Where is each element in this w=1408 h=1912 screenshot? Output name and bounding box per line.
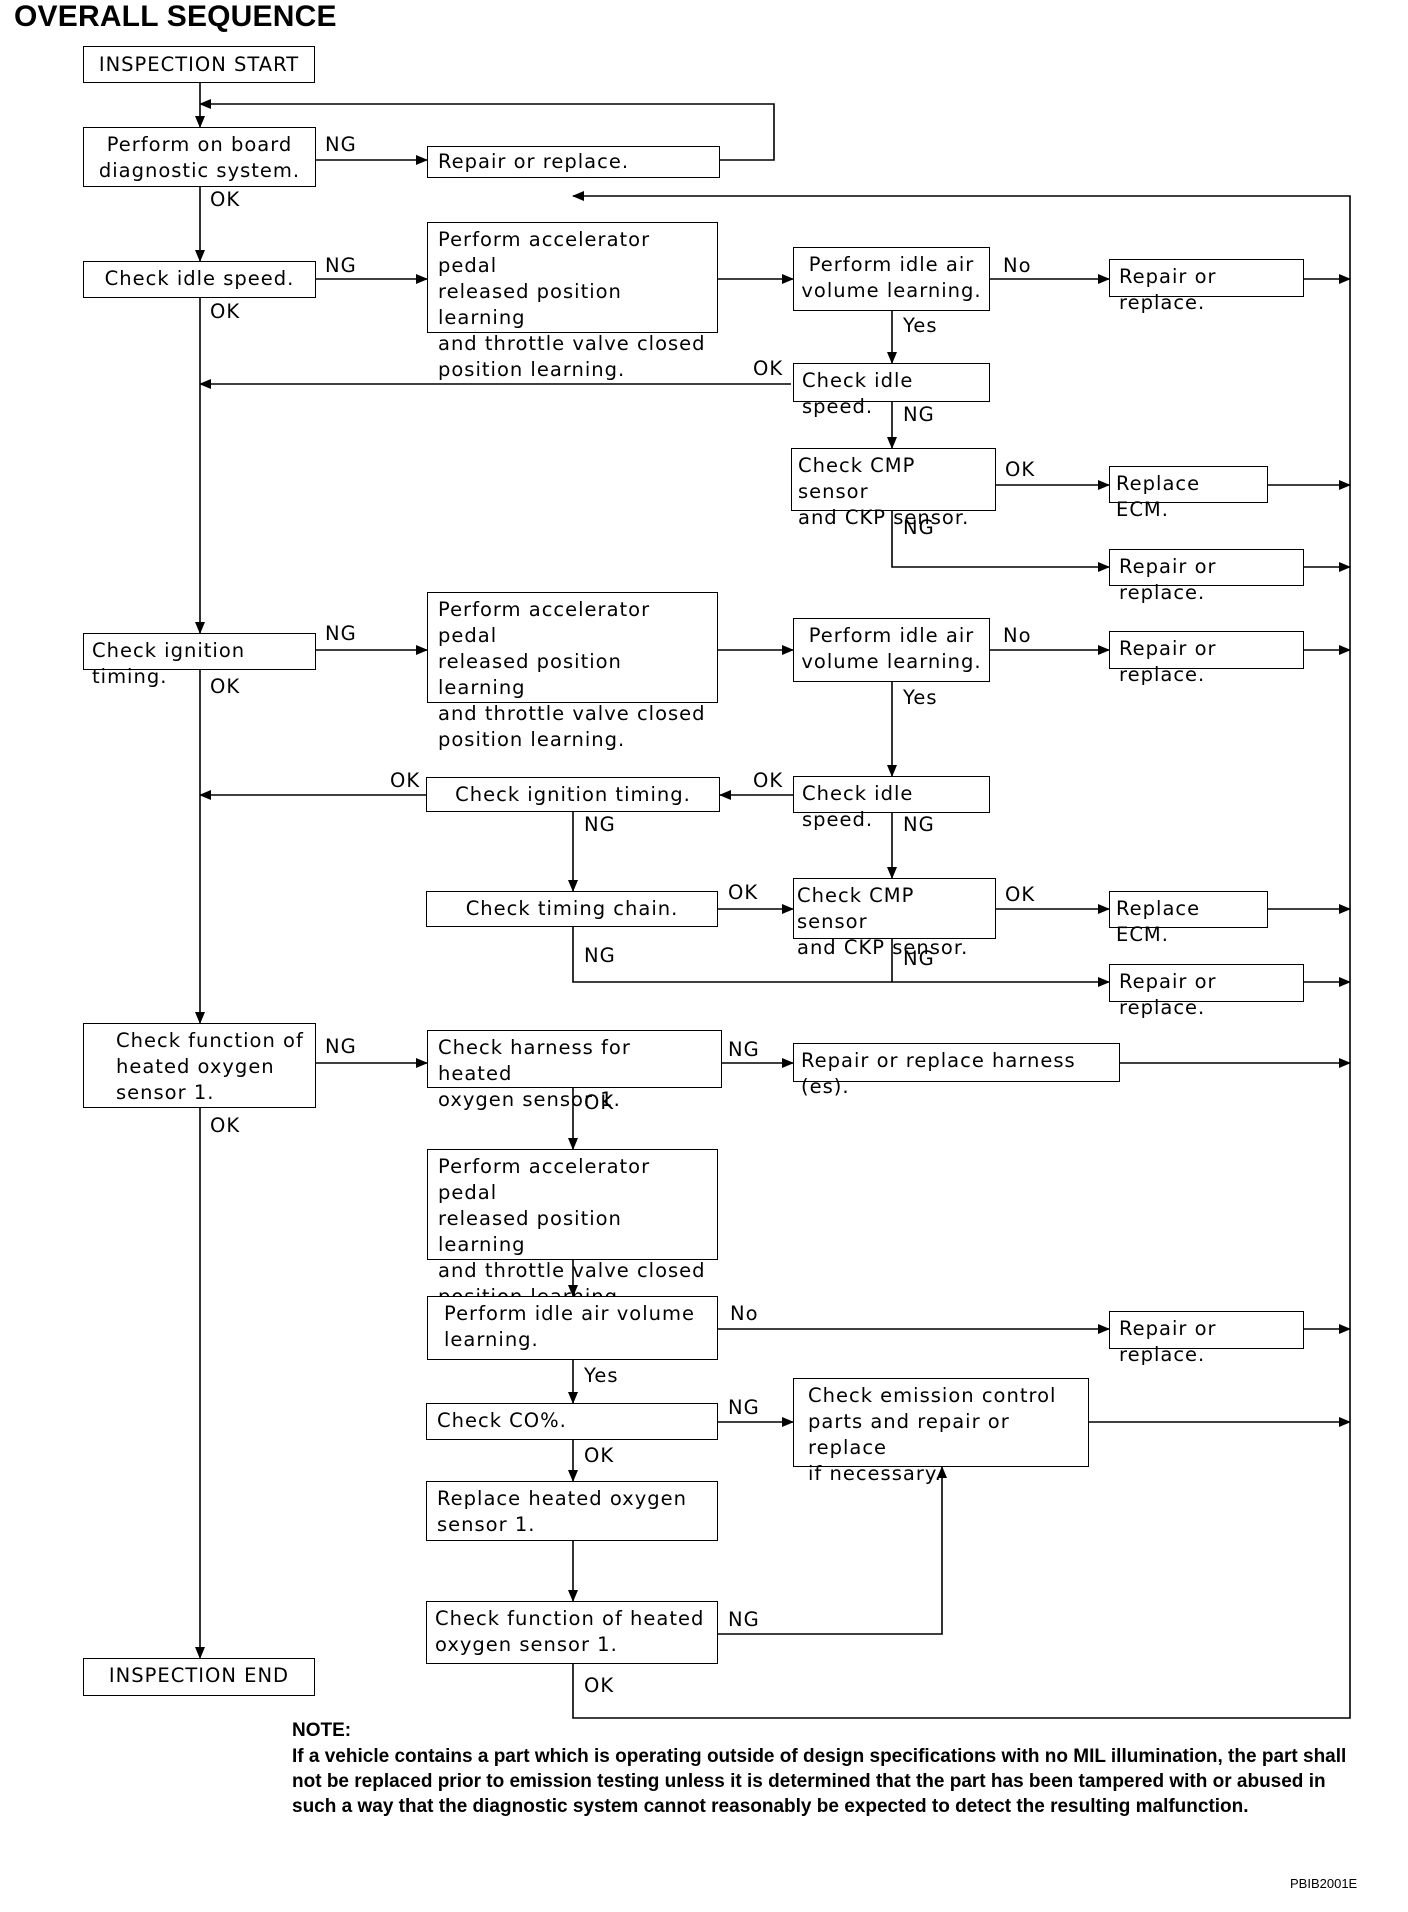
repair-harness-box: Repair or replace harness (es).	[793, 1043, 1120, 1098]
no-label: No	[1003, 624, 1032, 647]
check-timing-chain-box: Check timing chain.	[426, 891, 718, 927]
ng-label: NG	[325, 133, 357, 156]
cmp-ckp-box-2: Check CMP sensor and CKP sensor.	[793, 878, 996, 959]
ok-label: OK	[1005, 458, 1036, 481]
ng-label: NG	[728, 1038, 760, 1061]
note-text: If a vehicle contains a part which is op…	[292, 1746, 1347, 1817]
check-ignition-timing-box-2: Check ignition timing.	[426, 777, 720, 812]
yes-label: Yes	[903, 686, 938, 709]
idle-air-learning-box-3: Perform idle air volume learning.	[427, 1296, 718, 1360]
check-ignition-timing-box: Check ignition timing.	[83, 633, 316, 688]
no-label: No	[1003, 254, 1032, 277]
replace-ecm-box-1: Replace ECM.	[1109, 466, 1268, 521]
inspection-start-box: INSPECTION START	[83, 46, 315, 83]
check-idle-speed-box-2: Check idle speed.	[793, 363, 990, 418]
cmp-ckp-box-1: Check CMP sensor and CKP sensor.	[791, 448, 996, 529]
check-idle-speed-box: Check idle speed.	[83, 261, 316, 298]
ok-label: OK	[210, 188, 241, 211]
obd-box: Perform on board diagnostic system.	[83, 127, 316, 187]
ng-label: NG	[584, 944, 616, 967]
ng-label: NG	[325, 254, 357, 277]
repair-box-1: Repair or replace.	[427, 146, 720, 178]
ok-label: OK	[584, 1444, 615, 1467]
no-label: No	[730, 1302, 759, 1325]
ok-label: OK	[584, 1091, 615, 1114]
repair-box-3: Repair or replace.	[1109, 549, 1304, 604]
ng-label: NG	[903, 947, 935, 970]
idle-air-learning-box-2: Perform idle air volume learning.	[793, 618, 990, 682]
figure-code: PBIB2001E	[1290, 1876, 1358, 1891]
repair-box-6: Repair or replace.	[1109, 1311, 1304, 1366]
check-co-box: Check CO%.	[426, 1403, 718, 1440]
ng-label: NG	[325, 622, 357, 645]
check-ho2s-box: Check function of heated oxygen sensor 1…	[83, 1023, 316, 1108]
ng-label: NG	[903, 813, 935, 836]
learning-box-3: Perform accelerator pedal released posit…	[427, 1149, 718, 1308]
ng-label: NG	[728, 1396, 760, 1419]
page-title: OVERALL SEQUENCE	[14, 0, 337, 33]
note-heading: NOTE:	[292, 1720, 352, 1741]
check-harness-box: Check harness for heated oxygen sensor 1…	[427, 1030, 722, 1111]
ok-label: OK	[210, 675, 241, 698]
repair-box-4: Repair or replace.	[1109, 631, 1304, 686]
ok-label: OK	[390, 769, 421, 792]
repair-box-5: Repair or replace.	[1109, 964, 1304, 1019]
ng-label: NG	[728, 1608, 760, 1631]
check-ho2s-box-2: Check function of heated oxygen sensor 1…	[426, 1601, 718, 1664]
yes-label: Yes	[903, 314, 938, 337]
inspection-end-box: INSPECTION END	[83, 1658, 315, 1696]
ok-label: OK	[210, 1114, 241, 1137]
learning-box-1: Perform accelerator pedal released posit…	[427, 222, 718, 381]
ok-label: OK	[1005, 883, 1036, 906]
idle-air-learning-box-1: Perform idle air volume learning.	[793, 247, 990, 311]
check-idle-speed-box-3: Check idle speed.	[793, 776, 990, 831]
learning-box-2: Perform accelerator pedal released posit…	[427, 592, 718, 751]
ng-label: NG	[584, 813, 616, 836]
ng-label: NG	[903, 403, 935, 426]
ok-label: OK	[584, 1674, 615, 1697]
ok-label: OK	[728, 881, 759, 904]
ng-label: NG	[903, 516, 935, 539]
yes-label: Yes	[584, 1364, 619, 1387]
emission-box: Check emission control parts and repair …	[793, 1378, 1089, 1485]
ok-label: OK	[210, 300, 241, 323]
ok-label: OK	[753, 769, 784, 792]
ok-label: OK	[753, 357, 784, 380]
replace-ecm-box-2: Replace ECM.	[1109, 891, 1268, 946]
ng-label: NG	[325, 1035, 357, 1058]
replace-ho2s-box: Replace heated oxygen sensor 1.	[426, 1481, 718, 1541]
repair-box-2: Repair or replace.	[1109, 259, 1304, 314]
